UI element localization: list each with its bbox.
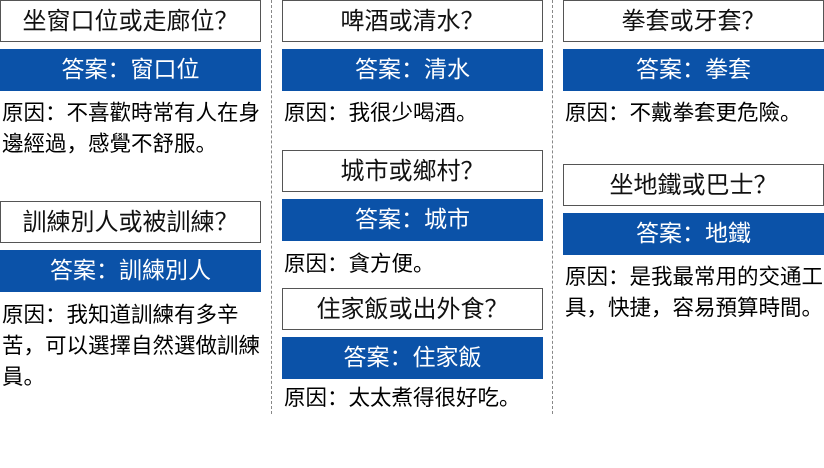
reason-text: 原因：我很少喝酒。 bbox=[284, 101, 478, 126]
answer-bar: 答案：訓練別人 bbox=[0, 250, 261, 292]
answer-bar: 答案：清水 bbox=[282, 49, 543, 91]
question-box: 住家飯或出外食？ bbox=[282, 288, 543, 330]
answer-bar: 答案：住家飯 bbox=[282, 337, 543, 379]
question-box: 坐地鐵或巴士？ bbox=[563, 164, 824, 206]
answer-bar: 答案：拳套 bbox=[563, 49, 824, 91]
column-divider-1 bbox=[271, 0, 272, 414]
reason-text: 原因：我知道訓練有多辛苦，可以選擇自然選做訓練員。 bbox=[2, 303, 261, 390]
answer-bar: 答案：地鐵 bbox=[563, 213, 824, 255]
answer-bar: 答案：窗口位 bbox=[0, 49, 261, 91]
question-box: 啤酒或清水？ bbox=[282, 0, 543, 42]
question-box: 訓練別人或被訓練？ bbox=[0, 201, 261, 243]
reason-text: 原因：不戴拳套更危險。 bbox=[565, 101, 802, 126]
reason-text: 原因：是我最常用的交通工具，快捷，容易預算時間。 bbox=[565, 265, 824, 321]
question-box: 拳套或牙套？ bbox=[563, 0, 824, 42]
question-box: 坐窗口位或走廊位？ bbox=[0, 0, 261, 42]
column-divider-2 bbox=[552, 0, 553, 414]
reason-text: 原因：貪方便。 bbox=[284, 252, 435, 277]
reason-text: 原因：不喜歡時常有人在身邊經過，感覺不舒服。 bbox=[2, 101, 261, 157]
question-box: 城市或鄉村？ bbox=[282, 150, 543, 192]
answer-bar: 答案：城市 bbox=[282, 199, 543, 241]
reason-text: 原因：太太煮得很好吃。 bbox=[284, 386, 521, 411]
